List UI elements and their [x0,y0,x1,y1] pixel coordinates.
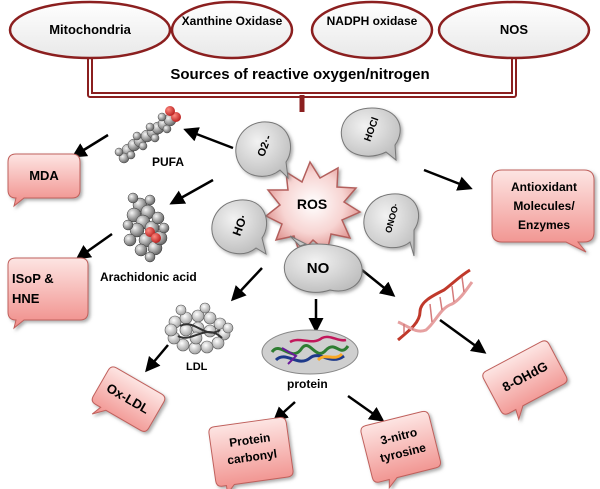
sources-title: Sources of reactive oxygen/nitrogen [170,66,430,83]
species-nitric-oxide: NO [306,260,330,277]
source-nadph-oxidase: NADPH oxidase [326,14,418,28]
arrow-arachidonic-to-isop [75,232,113,260]
target-pufa: PUFA [152,155,185,169]
arrow-protein-to-carbonyl [272,401,296,423]
product-box-oxldl [91,366,166,432]
arrow-protein-to-nitrotyrosine [347,394,385,422]
source-nos: NOS [499,22,529,37]
arachidonic-molecule-image [122,192,170,263]
bubble-superoxide [235,121,291,180]
ros-label: ROS [296,196,328,212]
arrow-superoxide-to-pufa [183,127,234,150]
source-ellipse-nadph [310,0,434,60]
arrow-ros-to-arachidonic [169,178,214,205]
arrow-dna-to-ohdg [439,318,487,354]
ros-starburst [264,160,362,256]
product-isop-hne: ISoP & HNE [12,271,54,306]
product-box-isop-hne [7,257,89,330]
arrow-hocl-to-antioxidant [423,168,473,191]
target-arachidonic-acid: Arachidonic acid [100,270,197,284]
bubble-nitric-oxide [284,243,363,293]
bubble-hydroxyl [211,199,268,256]
product-antioxidant: Antioxidant Molecules/ Enzymes [511,180,577,232]
source-ellipse-mitochondria [8,0,172,60]
arrow-ldl-to-oxldl [145,344,169,373]
product-box-ohdg [482,340,568,422]
source-mitochondria: Mitochondria [49,22,131,37]
bubble-peroxynitrite [363,193,420,257]
product-box-mda [7,153,81,208]
target-ldl: LDL [186,361,208,373]
dna-helix-image [397,268,474,342]
ldl-particle-image [164,302,234,355]
product-box-antioxidant [491,169,595,253]
product-mda: MDA [29,168,59,183]
pufa-molecule-image [114,106,181,164]
product-box-nitrotyrosine [360,410,442,489]
arrow-pufa-to-mda [71,133,109,158]
arrow-no-to-dna [361,269,396,297]
bubble-hocl [340,107,401,162]
source-ellipse-xanthine [170,0,294,60]
protein-structure-image [261,329,359,375]
target-protein: protein [287,377,328,391]
arrow-hydroxyl-to-ldl [230,267,263,302]
product-box-protein-carbonyl [208,416,294,489]
source-xanthine-oxidase: Xanthine Oxidase [181,14,283,28]
source-ellipse-nos [437,0,591,60]
